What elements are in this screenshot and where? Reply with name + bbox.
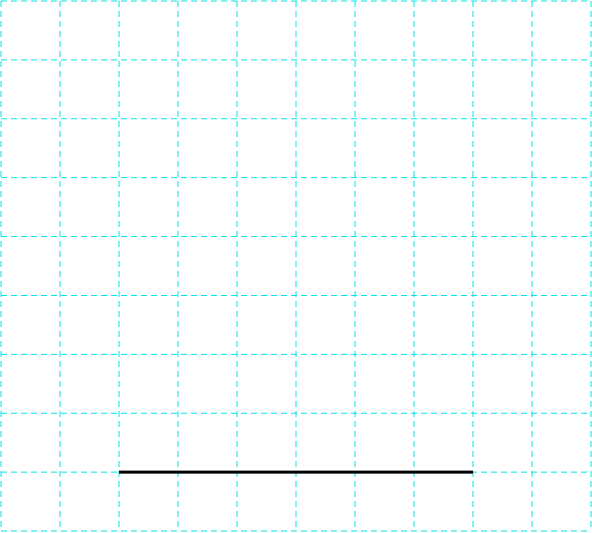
- grid-lines: [0, 0, 592, 532]
- grid-diagram-canvas: [0, 0, 592, 533]
